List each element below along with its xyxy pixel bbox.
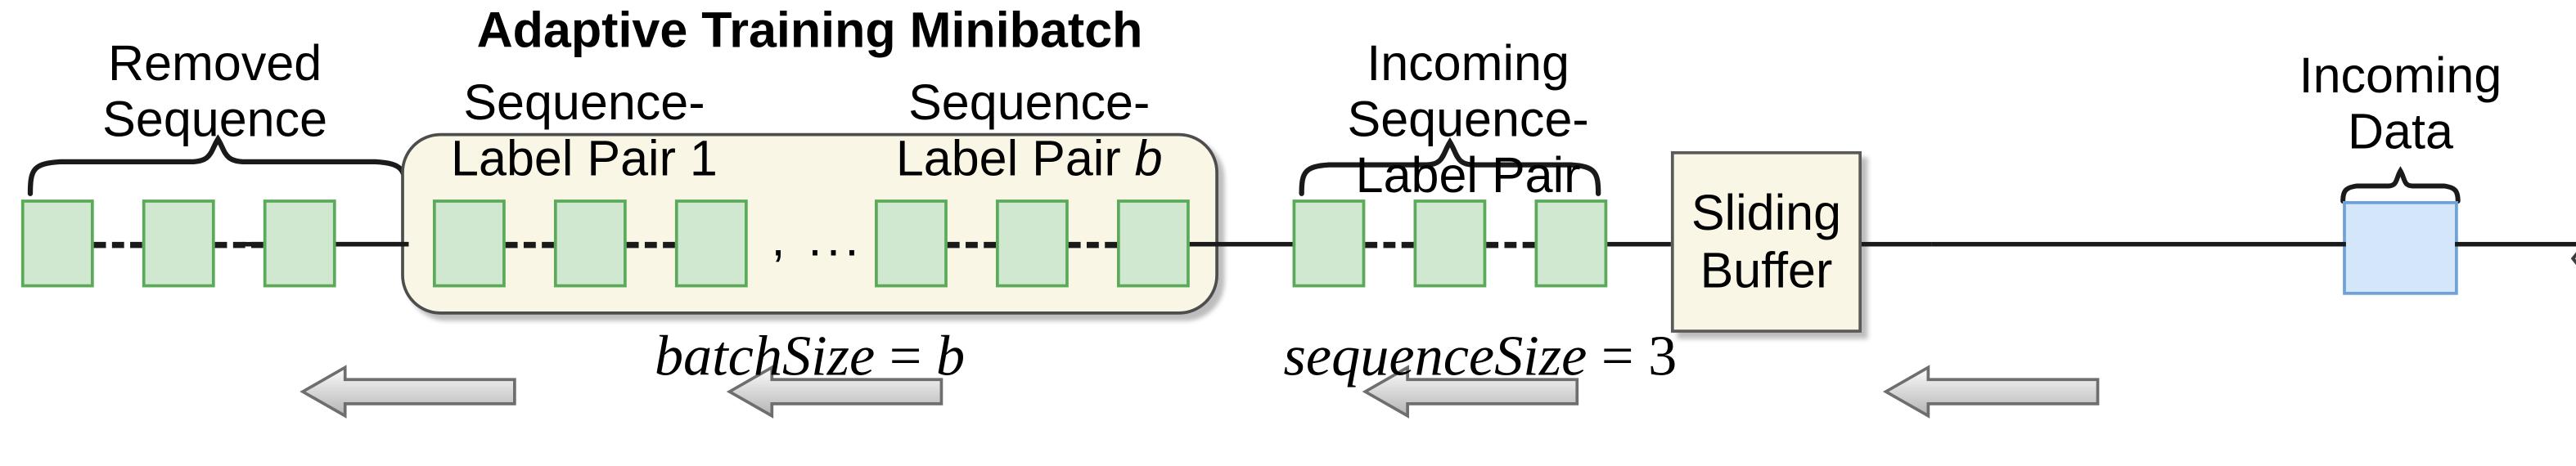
connector-data-to-source [2455,241,2576,247]
connector-incoming-to-buffer [1607,241,1671,247]
pair-b-text: Sequence-Label Pair b [895,74,1163,186]
source-node-hexagon [2570,252,2576,266]
adaptive-training-minibatch-container [401,132,1218,315]
sliding-buffer-label: Sliding Buffer [1691,184,1842,298]
sequence-block [432,199,506,288]
ellipsis-separator: , ... [771,210,864,267]
sequence-block [996,199,1069,288]
sequence-block [875,199,948,288]
sequence-block [20,199,94,288]
sequence-block [1116,199,1190,288]
incoming-data-label: Incoming Data [2299,47,2502,159]
brace-incoming-data [2340,166,2461,204]
sequence-block [553,199,627,288]
sequence-block [263,199,336,288]
sequence-block [1534,199,1608,288]
connector-line [336,241,409,247]
sequence-block [142,199,215,288]
dashed-connector [626,241,675,249]
pair-1-text: Sequence-Label Pair 1 [451,74,718,186]
sequence-block [1292,199,1366,288]
dashed-connector [505,241,554,249]
sequence-block [674,199,748,288]
sequence-size-equation: sequenceSize = 3 [1283,325,1678,389]
connector-buffer-to-data [1861,241,1932,247]
dashed-connector [947,241,997,249]
flow-arrow-4 [1882,365,2100,419]
sliding-buffer-node: Sliding Buffer [1670,150,1862,333]
minibatch-title: Adaptive Training Minibatch [476,1,1143,58]
flow-arrow-1 [299,365,516,419]
removed-sequence-label: Removed Sequence [102,34,328,147]
dashed-connector [1486,241,1535,249]
sequence-block [1413,199,1487,288]
sequence-label-pair-1-label: Sequence-Label Pair 1 [406,74,763,187]
incoming-data-block [2343,200,2458,295]
connector-minibatch-to-incoming [1189,241,1305,247]
connector-line [1931,241,2346,247]
dashed-connector [1068,241,1117,249]
dashed-connector [214,241,263,249]
sequence-label-pair-b-label: Sequence-Label Pair b [848,74,1211,187]
incoming-sequence-label-pair-label: Incoming Sequence- Label Pair [1347,34,1589,203]
dashed-connector [93,241,142,249]
batch-size-equation: batchSize = b [654,325,966,389]
dashed-connector [1365,241,1414,249]
